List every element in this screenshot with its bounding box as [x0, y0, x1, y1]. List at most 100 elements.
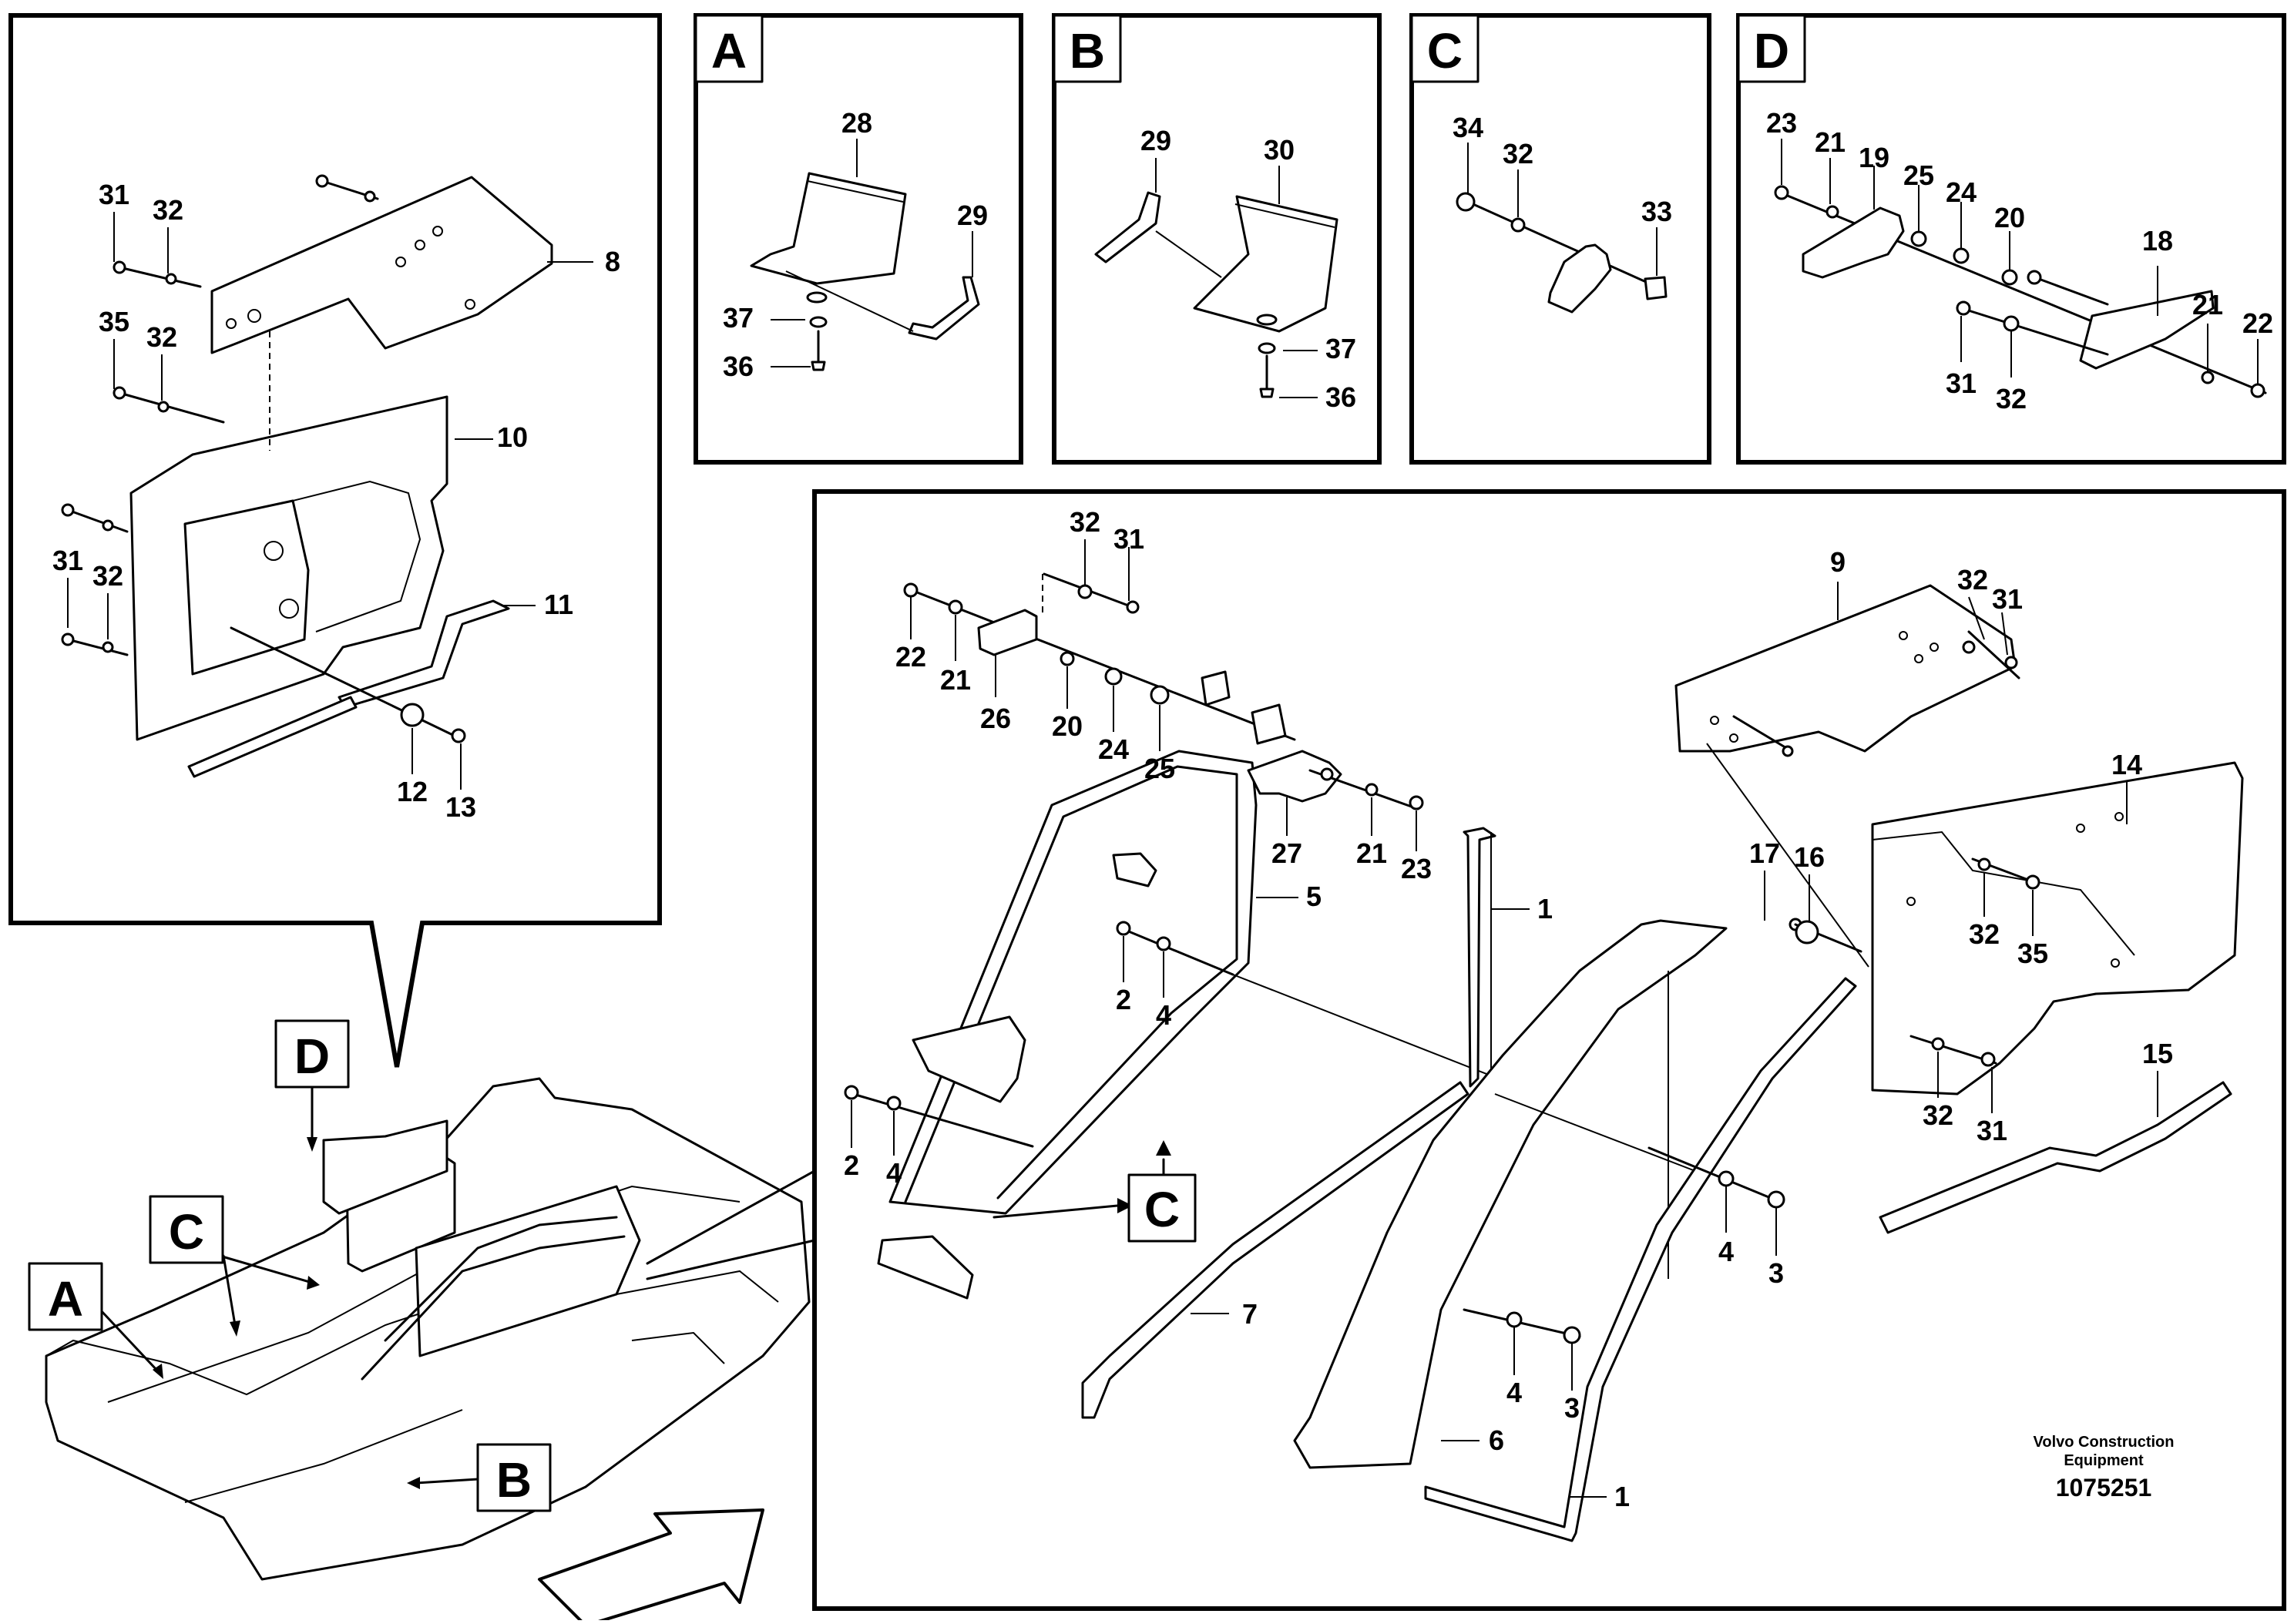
main-assembly-callout-25: 25: [1144, 753, 1175, 784]
main-assembly-callout-20: 20: [1052, 710, 1083, 742]
main-assembly-callout-3: 3: [1564, 1392, 1580, 1424]
view-c-callout-32: 32: [1503, 138, 1533, 169]
main-assembly-callout-31: 31: [1992, 583, 2023, 615]
main-assembly-callout-14: 14: [2111, 749, 2142, 780]
bracket-9: [1674, 584, 2017, 753]
main-assembly-callout-21: 21: [1356, 837, 1387, 869]
detail-top-left-callout-32: 32: [153, 194, 183, 226]
frame-5: [888, 750, 1258, 1215]
detail-panel-top-left: [8, 13, 662, 1068]
washer-32: [1510, 217, 1526, 233]
detail-top-left-callout-32: 32: [146, 321, 177, 353]
view-a-callout-28: 28: [841, 107, 872, 139]
view-d-callout-20: 20: [1994, 202, 2025, 233]
main-assembly-callout-24: 24: [1098, 733, 1129, 765]
main-assembly-callout-31: 31: [1977, 1115, 2007, 1146]
view-b-tag: B: [1070, 23, 1105, 79]
latch-19: [1802, 206, 1905, 279]
view-d-callout-31: 31: [1946, 367, 1977, 399]
detail-top-left-callout-35: 35: [99, 306, 129, 337]
view-a-callout-29: 29: [957, 200, 988, 231]
main-assembly-callout-32: 32: [1923, 1099, 1953, 1131]
main-assembly-callout-27: 27: [1271, 837, 1302, 869]
view-d-callout-25: 25: [1903, 159, 1934, 191]
view-c-tag: C: [1427, 23, 1463, 79]
latch-27: [1247, 750, 1342, 803]
main-assembly-callout-16: 16: [1794, 841, 1825, 873]
main-assembly-callout-21: 21: [940, 664, 971, 696]
overview-tag-b: B: [496, 1452, 532, 1508]
cover-28: [750, 172, 907, 285]
detail-top-left-callout-12: 12: [397, 776, 428, 807]
main-view-c-tag: C: [1144, 1182, 1180, 1237]
seal-15: [1879, 1081, 2232, 1234]
main-assembly-callout-5: 5: [1306, 881, 1322, 912]
main-assembly-callout-2: 2: [1116, 984, 1131, 1015]
view-d-callout-22: 22: [2242, 307, 2273, 339]
main-assembly-callout-2: 2: [844, 1149, 859, 1181]
main-assembly-callout-1: 1: [1614, 1481, 1630, 1512]
credit-line2: Equipment: [2064, 1452, 2144, 1469]
main-assembly-callout-9: 9: [1830, 546, 1846, 578]
view-d-callout-19: 19: [1859, 142, 1889, 173]
seal-29: [1094, 191, 1161, 263]
seal-7: [1081, 1081, 1469, 1419]
main-assembly-callout-15: 15: [2142, 1038, 2173, 1069]
bracket-8: [210, 176, 553, 354]
overview-tag-c: C: [169, 1204, 204, 1260]
doc-number: 1075251: [2056, 1474, 2152, 1502]
washer-34: [1456, 192, 1476, 212]
main-assembly-callout-6: 6: [1489, 1424, 1504, 1456]
detail-top-left-callout-31: 31: [99, 179, 129, 210]
seal-1-lower: [1424, 977, 1857, 1542]
fender-6: [1293, 919, 1728, 1469]
overview-tag-d: D: [294, 1028, 330, 1084]
credit-line1: Volvo Construction: [2034, 1434, 2175, 1451]
detail-top-left-callout-8: 8: [605, 246, 620, 277]
view-c-callout-34: 34: [1453, 112, 1483, 143]
main-assembly-callout-32: 32: [1969, 918, 2000, 950]
view-d-callout-21: 21: [2192, 289, 2223, 320]
view-d-panel: [1736, 13, 2286, 465]
bracket-14: [1871, 761, 2244, 1096]
view-a-panel: [694, 13, 1023, 465]
main-assembly-callout-31: 31: [1113, 523, 1144, 555]
bolt-33: [1644, 276, 1668, 300]
detail-top-left-callout-13: 13: [445, 791, 476, 823]
main-assembly-callout-35: 35: [2017, 938, 2048, 969]
view-a-callout-36: 36: [723, 351, 754, 382]
main-assembly-callout-4: 4: [1156, 999, 1171, 1031]
cover-30: [1193, 195, 1338, 333]
view-d-callout-21: 21: [1815, 126, 1846, 158]
direction-arrow: [538, 1508, 764, 1624]
main-assembly-callout-32: 32: [1070, 506, 1100, 538]
washer-12: [400, 703, 425, 727]
main-assembly-callout-4: 4: [886, 1157, 902, 1189]
view-a-tag: A: [711, 23, 747, 79]
view-b-callout-30: 30: [1264, 134, 1295, 166]
view-d-callout-24: 24: [1946, 176, 1977, 208]
nut-13: [451, 728, 466, 743]
main-assembly-callout-7: 7: [1242, 1298, 1258, 1330]
main-assembly-callout-32: 32: [1957, 564, 1988, 596]
main-assembly-callout-17: 17: [1749, 837, 1780, 869]
main-assembly-callout-26: 26: [980, 703, 1011, 734]
main-assembly-callout-1: 1: [1537, 893, 1553, 924]
main-assembly-callout-22: 22: [895, 641, 926, 673]
bracket-26: [977, 609, 1038, 656]
bracket-18: [2079, 290, 2215, 370]
overview-tag-a: A: [48, 1271, 83, 1327]
detail-top-left-callout-11: 11: [544, 589, 573, 620]
view-d-callout-32: 32: [1996, 383, 2027, 414]
seal-29: [908, 276, 980, 341]
view-b-panel: [1052, 13, 1382, 465]
detail-top-left-callout-32: 32: [92, 560, 123, 592]
main-assembly-callout-4: 4: [1506, 1377, 1522, 1408]
clip: [1547, 243, 1612, 314]
view-c-panel: [1409, 13, 1711, 465]
view-c-callout-33: 33: [1641, 196, 1672, 227]
main-assembly-panel: [812, 489, 2286, 1611]
view-b-callout-36: 36: [1325, 381, 1356, 413]
